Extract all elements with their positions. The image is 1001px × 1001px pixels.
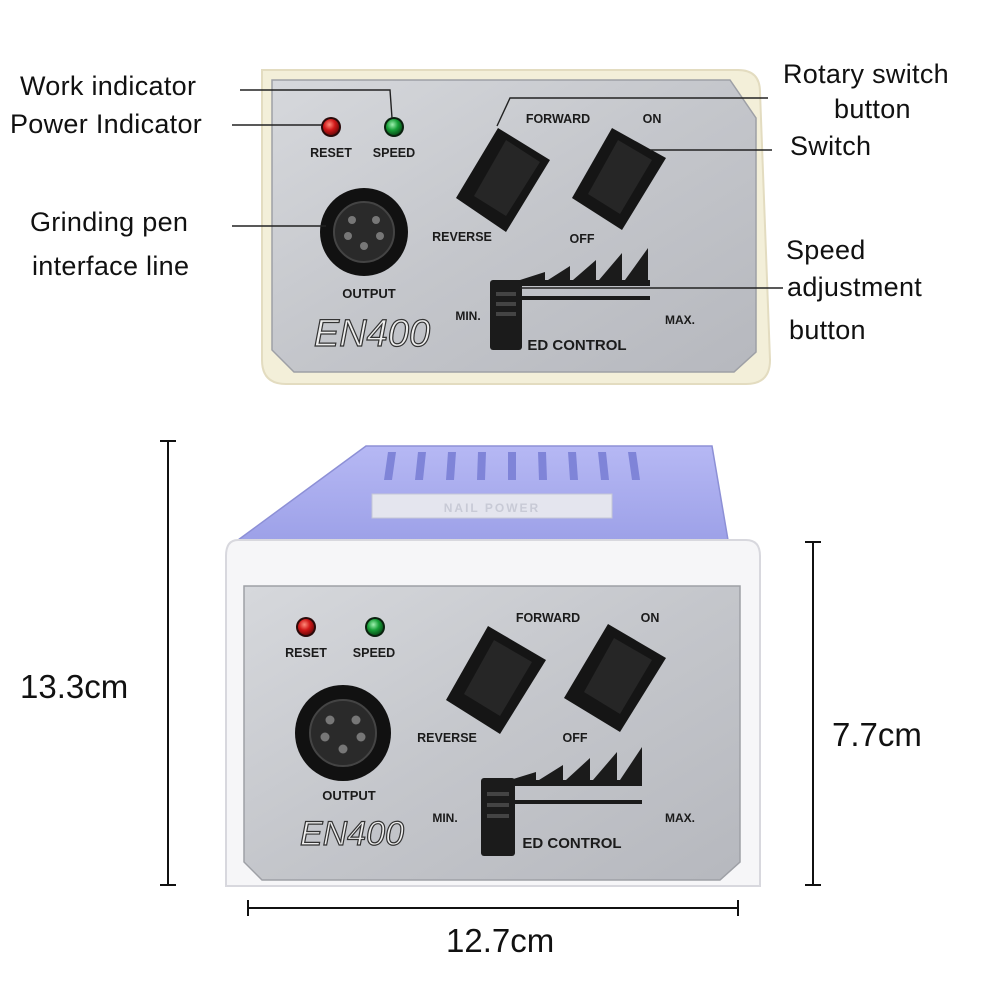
bottom-rotary-switch-button[interactable] — [446, 626, 546, 734]
power-indicator-label: Power Indicator — [10, 109, 203, 139]
bottom-output-text: OUTPUT — [322, 788, 376, 803]
bottom-off-text: OFF — [563, 731, 588, 745]
top-max-text: MAX. — [665, 313, 695, 327]
bottom-speed-slider-knob[interactable] — [481, 778, 515, 856]
bottom-device-vents — [384, 452, 640, 480]
top-device: RESET SPEED OUTPUT EN400 FORWARD ON — [261, 69, 772, 385]
bottom-power-switch[interactable] — [564, 624, 666, 732]
top-output-text: OUTPUT — [342, 286, 396, 301]
bottom-nail-power-plate — [371, 493, 613, 519]
bottom-device: NAIL POWER RESET SPEED OUTPUT EN400 — [225, 445, 761, 887]
bottom-on-text: ON — [641, 611, 660, 625]
bottom-reset-led — [298, 619, 314, 635]
top-speed-control-text: ED CONTROL — [527, 337, 626, 354]
top-rotary-switch-button[interactable] — [456, 128, 550, 232]
rotary-switch-label-line1: Rotary switch — [783, 59, 949, 89]
top-min-text: MIN. — [455, 309, 480, 323]
bottom-speed-text: SPEED — [353, 646, 395, 660]
bottom-speed-scale — [500, 747, 642, 804]
top-reset-text: RESET — [310, 146, 352, 160]
speed-adjustment-label-line2: adjustment — [787, 272, 923, 302]
grinding-pen-label-line1: Grinding pen — [30, 207, 189, 237]
top-off-text: OFF — [570, 232, 595, 246]
bottom-output-socket — [295, 685, 391, 781]
dimension-lines — [160, 440, 821, 916]
switch-label: Switch — [790, 131, 872, 161]
top-reverse-text: REVERSE — [432, 230, 492, 244]
bottom-min-text: MIN. — [432, 811, 457, 825]
top-reset-led — [323, 119, 339, 135]
bottom-nail-power-text: NAIL POWER — [444, 501, 540, 515]
callout-lines — [232, 89, 783, 289]
top-speed-text: SPEED — [373, 146, 415, 160]
height-dimension-label: 13.3cm — [20, 668, 129, 705]
bottom-brand-text: EN400 — [300, 815, 404, 853]
speed-adjustment-label-line1: Speed — [786, 235, 866, 265]
width-dimension-label: 12.7cm — [446, 922, 555, 959]
bottom-speed-led — [367, 619, 383, 635]
top-speed-led — [386, 119, 402, 135]
rotary-switch-label-line2: button — [834, 94, 911, 124]
grinding-pen-label-line2: interface line — [32, 251, 190, 281]
bottom-forward-text: FORWARD — [516, 611, 580, 625]
top-on-text: ON — [643, 112, 662, 126]
panel-height-dimension-label: 7.7cm — [832, 716, 922, 753]
top-power-switch[interactable] — [572, 128, 666, 230]
bottom-reverse-text: REVERSE — [417, 731, 477, 745]
bottom-reset-text: RESET — [285, 646, 327, 660]
top-forward-text: FORWARD — [526, 112, 590, 126]
bottom-max-text: MAX. — [665, 811, 695, 825]
top-speed-slider-knob[interactable] — [490, 280, 522, 350]
top-output-socket — [320, 188, 408, 276]
work-indicator-label: Work indicator — [20, 71, 197, 101]
speed-adjustment-label-line3: button — [789, 315, 866, 345]
bottom-speed-control-text: ED CONTROL — [522, 835, 621, 852]
top-speed-scale — [516, 248, 650, 300]
top-brand-text: EN400 — [314, 313, 430, 355]
